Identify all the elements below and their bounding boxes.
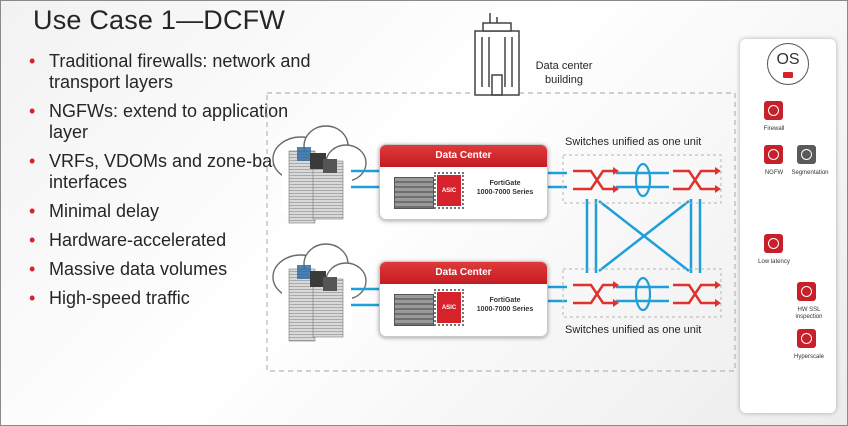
product-line2: 1000-7000 Series bbox=[476, 189, 534, 196]
building-label-line1: Data center bbox=[535, 60, 593, 72]
os-feature-panel: OS Firewall NGFW Segmentation Low latenc… bbox=[740, 39, 836, 413]
feature-label-ngfw: NGFW bbox=[764, 170, 784, 176]
datacenter-firewall-box: Data Center ASIC FortiGate 1000-7000 Ser… bbox=[379, 261, 548, 337]
stopwatch-icon bbox=[764, 234, 783, 253]
bullet-text: Traditional firewalls: network and trans… bbox=[49, 51, 311, 92]
bullet-text: Hardware-accelerated bbox=[49, 230, 227, 250]
bullet-text: Massive data volumes bbox=[49, 259, 228, 279]
os-icon: OS bbox=[767, 43, 809, 85]
building-label: Data center building bbox=[530, 59, 598, 87]
bullet-item: •Massive data volumes bbox=[29, 259, 228, 279]
segmentation-icon bbox=[797, 145, 816, 164]
bullet-item: •Hardware-accelerated bbox=[29, 230, 227, 250]
flame-icon bbox=[764, 101, 783, 120]
product-line1: FortiGate bbox=[489, 297, 521, 304]
switch-group-bottom bbox=[562, 268, 722, 318]
asic-chip-icon: ASIC bbox=[434, 172, 464, 209]
asic-chip-icon: ASIC bbox=[434, 289, 464, 326]
building-icon bbox=[474, 13, 520, 96]
feature-label-segmentation: Segmentation bbox=[791, 170, 829, 176]
bullet-item: •NGFWs: extend to application layer bbox=[29, 101, 289, 142]
product-label: FortiGate 1000-7000 Series bbox=[468, 296, 542, 314]
product-line2: 1000-7000 Series bbox=[476, 306, 534, 313]
server-cluster-icon bbox=[272, 125, 367, 224]
hyperscale-icon bbox=[797, 329, 816, 348]
feature-label-hw-ssl: HW SSL inspection bbox=[795, 307, 823, 320]
bullet-text: VRFs, VDOMs and zone-based interfaces bbox=[49, 151, 302, 192]
slide-title: Use Case 1—DCFW bbox=[33, 5, 286, 35]
switch-label-bottom: Switches unified as one unit bbox=[565, 324, 702, 336]
bullet-item: •High-speed traffic bbox=[29, 288, 190, 308]
fortinet-logo-icon bbox=[783, 72, 793, 78]
product-line1: FortiGate bbox=[489, 180, 521, 187]
bullet-item: •VRFs, VDOMs and zone-based interfaces bbox=[29, 151, 302, 192]
play-icon bbox=[764, 145, 783, 164]
fortigate-chassis-icon bbox=[394, 177, 434, 209]
switch-group-top bbox=[562, 154, 722, 204]
bullet-text: Minimal delay bbox=[49, 201, 160, 221]
bullet-item: •Minimal delay bbox=[29, 201, 160, 221]
datacenter-header: Data Center bbox=[380, 262, 547, 284]
feature-label-firewall: Firewall bbox=[763, 126, 785, 132]
feature-label-hyperscale: Hyperscale bbox=[793, 354, 824, 360]
os-label: OS bbox=[776, 51, 800, 68]
bullet-text: High-speed traffic bbox=[49, 288, 190, 308]
feature-label-low-latency: Low latency bbox=[758, 259, 790, 265]
bullet-text: NGFWs: extend to application layer bbox=[49, 101, 289, 142]
building-label-line2: building bbox=[545, 74, 583, 86]
product-label: FortiGate 1000-7000 Series bbox=[468, 179, 542, 197]
bullet-item: •Traditional firewalls: network and tran… bbox=[29, 51, 311, 92]
switch-label-top: Switches unified as one unit bbox=[565, 136, 702, 148]
server-cluster-icon bbox=[272, 243, 367, 342]
bullet-list: •Traditional firewalls: network and tran… bbox=[27, 51, 317, 317]
datacenter-firewall-box: Data Center ASIC FortiGate 1000-7000 Ser… bbox=[379, 144, 548, 220]
document-lock-icon bbox=[797, 282, 816, 301]
datacenter-header: Data Center bbox=[380, 145, 547, 167]
fortigate-chassis-icon bbox=[394, 294, 434, 326]
switch-icon bbox=[573, 169, 715, 305]
link-lines bbox=[351, 169, 702, 307]
